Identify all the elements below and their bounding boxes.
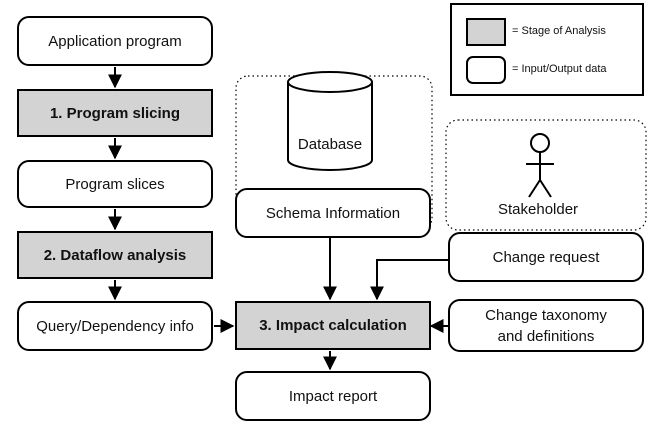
legend-io-label: = Input/Output data — [512, 63, 607, 75]
impact-report-node: Impact report — [235, 371, 431, 421]
impact-calculation-stage: 3. Impact calculation — [235, 301, 431, 350]
program-slicing-label: 1. Program slicing — [49, 104, 181, 122]
database-cylinder-icon — [287, 71, 373, 171]
impact-calculation-label: 3. Impact calculation — [259, 317, 407, 334]
query-dependency-info-node: Query/Dependency info — [17, 301, 213, 351]
dataflow-analysis-label: 2. Dataflow analysis — [43, 246, 187, 264]
legend-io-swatch — [466, 56, 506, 84]
change-taxonomy-label-line2: and definitions — [497, 327, 595, 345]
schema-information-node: Schema Information — [235, 188, 431, 238]
legend: = Stage of Analysis = Input/Output data — [450, 3, 644, 96]
program-slices-node: Program slices — [17, 160, 213, 208]
database-label-area: Database — [288, 130, 372, 158]
stakeholder-group-region — [445, 119, 647, 231]
arrow-change-request-to-impact — [370, 259, 448, 301]
connectors — [108, 67, 448, 371]
change-taxonomy-label-line1: Change taxonomy — [485, 306, 607, 324]
program-slicing-stage: 1. Program slicing — [17, 89, 213, 137]
impact-report-label: Impact report — [288, 387, 378, 405]
change-taxonomy-node: Change taxonomy and definitions — [448, 299, 644, 352]
database-label: Database — [297, 135, 363, 153]
schema-information-label: Schema Information — [265, 204, 401, 222]
query-dependency-info-label: Query/Dependency info — [36, 317, 194, 335]
application-program-label: Application program — [48, 32, 182, 50]
change-request-node: Change request — [448, 232, 644, 282]
dataflow-analysis-stage: 2. Dataflow analysis — [17, 231, 213, 279]
program-slices-label: Program slices — [65, 175, 165, 193]
legend-stage-swatch — [466, 18, 506, 46]
legend-stage-label: = Stage of Analysis — [512, 25, 606, 37]
change-request-label: Change request — [492, 248, 600, 266]
stakeholder-label: Stakeholder — [498, 201, 579, 218]
stakeholder-actor-icon — [526, 133, 554, 198]
application-program-node: Application program — [17, 16, 213, 66]
